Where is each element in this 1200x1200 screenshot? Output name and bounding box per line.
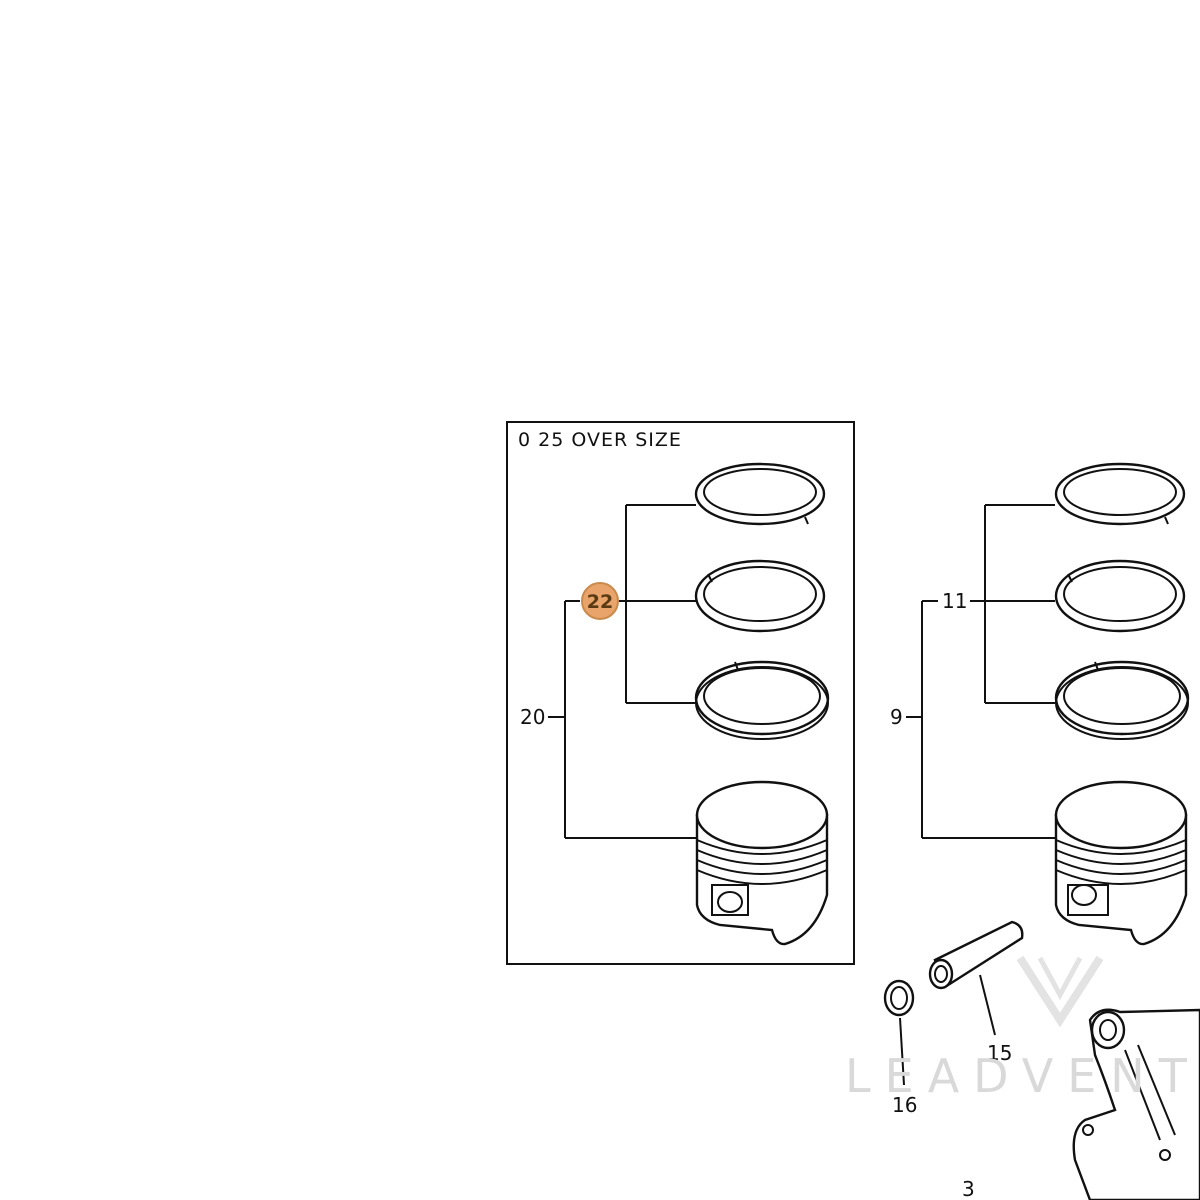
watermark: LEADVENTU (845, 955, 1200, 1103)
callout-20: 20 (520, 705, 545, 729)
callout-15: 15 (987, 1041, 1012, 1065)
callout-22-highlight[interactable]: 22 (581, 582, 619, 620)
callout-9: 9 (890, 705, 903, 729)
piston-pin (928, 920, 1024, 1036)
bracket-11 (970, 504, 1055, 704)
ring-3-standard (1054, 660, 1190, 740)
callout-22: 22 (587, 591, 613, 613)
bracket-22 (618, 504, 696, 704)
ring-2-oversize (694, 559, 826, 633)
connecting-rod (1072, 1008, 1200, 1200)
ring-2-standard (1054, 559, 1186, 633)
circlip (883, 979, 915, 1086)
callout-16: 16 (892, 1093, 917, 1117)
bracket-9 (906, 600, 1055, 839)
ring-3-oversize (694, 660, 830, 740)
callout-3: 3 (962, 1177, 975, 1200)
oversize-box-title: 0 25 OVER SIZE (518, 429, 682, 451)
ring-1-oversize (694, 462, 826, 526)
callout-11: 11 (942, 589, 967, 613)
oversize-group-box (506, 421, 855, 965)
bracket-20 (548, 600, 696, 839)
ring-1-standard (1054, 462, 1186, 526)
piston-standard (1054, 780, 1188, 946)
piston-oversize (695, 780, 829, 946)
watermark-text: LEADVENTU (845, 1049, 1200, 1103)
